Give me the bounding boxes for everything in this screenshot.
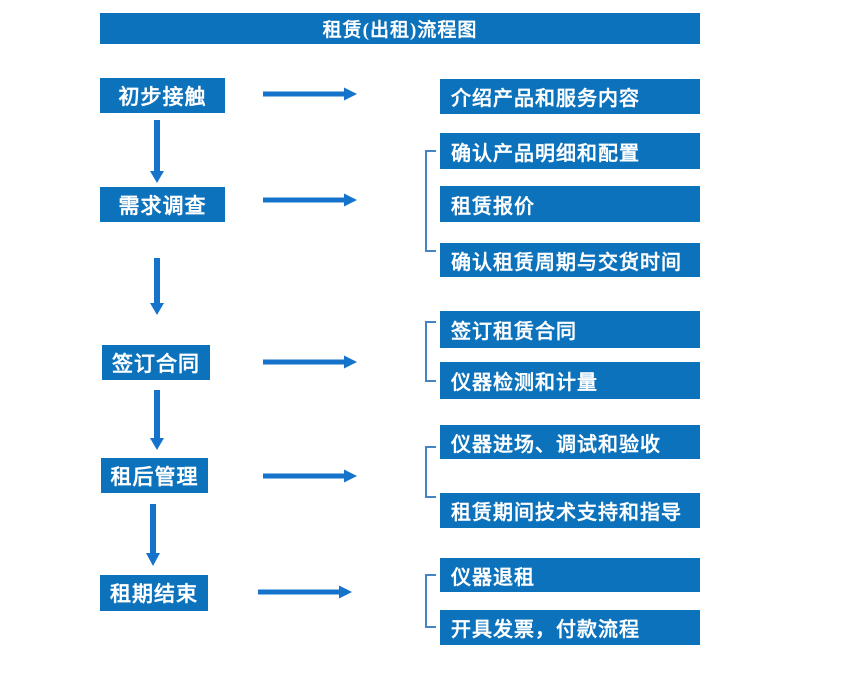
detail-box-introduce-product-services: 介绍产品和服务内容 <box>440 79 700 114</box>
group-bracket-3 <box>425 446 436 498</box>
detail-box-invoice-payment: 开具发票，付款流程 <box>440 610 700 645</box>
flow-arrow-right-3 <box>263 355 357 369</box>
step-box-sign-contract: 签订合同 <box>102 345 210 380</box>
flow-arrow-down-4 <box>146 504 160 566</box>
flow-arrow-right-4 <box>263 469 357 483</box>
flow-arrow-down-3 <box>150 390 164 450</box>
detail-box-rental-quote: 租赁报价 <box>440 186 700 222</box>
step-box-demand-survey: 需求调查 <box>100 187 225 222</box>
flow-arrow-right-5 <box>258 585 352 599</box>
detail-box-instrument-inspection-measurement: 仪器检测和计量 <box>440 362 700 399</box>
step-box-lease-end: 租期结束 <box>100 575 208 611</box>
flow-arrow-right-2 <box>263 193 357 207</box>
flowchart-title-text: 租赁(出租)流程图 <box>322 20 478 41</box>
step-box-initial-contact: 初步接触 <box>100 78 225 113</box>
group-bracket-4 <box>425 574 436 628</box>
flow-arrow-down-2 <box>150 258 164 315</box>
flowchart-title: 租赁(出租)流程图 <box>100 13 700 44</box>
detail-box-instrument-delivery-acceptance: 仪器进场、调试和验收 <box>440 425 700 459</box>
detail-box-sign-rental-contract: 签订租赁合同 <box>440 311 700 348</box>
flow-arrow-right-1 <box>263 87 357 101</box>
detail-box-confirm-rental-period-delivery: 确认租赁周期与交货时间 <box>440 243 700 277</box>
step-box-post-rental-management: 租后管理 <box>101 458 208 493</box>
group-bracket-2 <box>425 321 436 382</box>
group-bracket-1 <box>425 150 436 252</box>
flow-arrow-down-1 <box>150 120 164 183</box>
detail-box-confirm-product-details: 确认产品明细和配置 <box>440 133 700 169</box>
detail-box-rental-tech-support: 租赁期间技术支持和指导 <box>440 493 700 528</box>
detail-box-instrument-return: 仪器退租 <box>440 558 700 592</box>
